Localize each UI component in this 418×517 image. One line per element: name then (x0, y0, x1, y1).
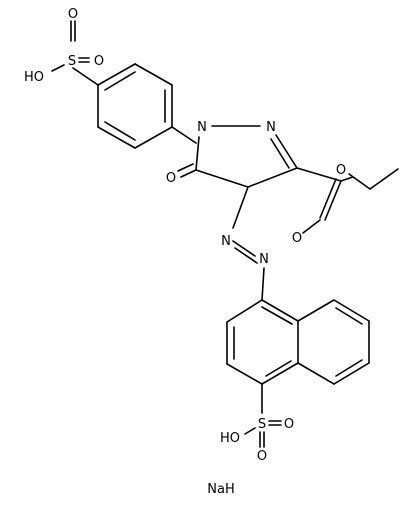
bottom-sulfonic-acid-group: S HO O O (220, 383, 294, 464)
nitrogen-azo-1: N (221, 234, 231, 249)
sulfur-top: S (68, 54, 76, 69)
oxygen-ester-ether: O (336, 163, 346, 178)
top-sulfonic-acid-group: O O S HO (24, 7, 104, 86)
naphthalene-rings (226, 299, 370, 385)
pyrazolone-ring: N N O (166, 120, 298, 188)
hydroxyl-top: HO (24, 70, 44, 85)
nitrogen-2: N (266, 120, 276, 135)
o-bottom-down: O (257, 449, 267, 464)
hydroxyl-bottom: HO (220, 431, 240, 446)
nitrogen-1: N (197, 120, 207, 135)
phenyl-ring (97, 63, 197, 149)
nitrogen-azo-2: N (259, 252, 269, 267)
sulfur-bottom: S (258, 417, 266, 432)
ethyl-ester-group: O O (292, 163, 399, 246)
o-sulfonyl-top-a: O (68, 7, 78, 22)
oxygen-ketone: O (166, 171, 176, 186)
o-sulfonyl-top-b: O (94, 54, 104, 69)
o-bottom-right: O (284, 417, 294, 432)
sodium-counter-ion: NaH (207, 482, 234, 497)
azo-linkage: N N (221, 186, 269, 301)
oxygen-ester-carbonyl: O (292, 231, 302, 246)
